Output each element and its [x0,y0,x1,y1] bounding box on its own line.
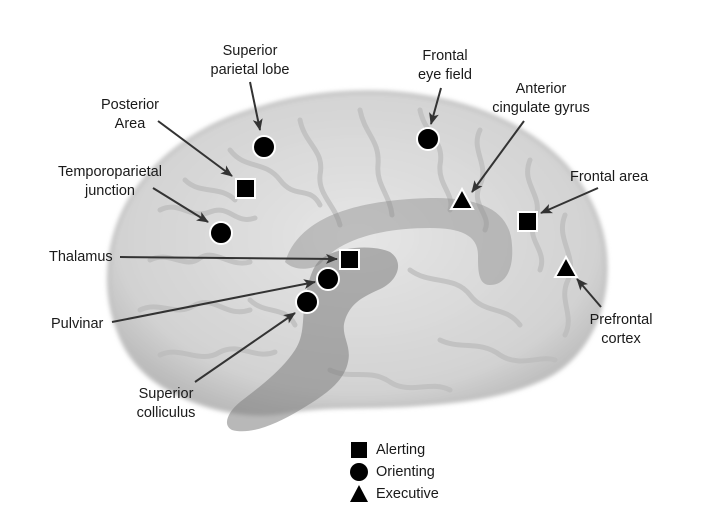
marker-anterior-cingulate-gyrus-triangle [449,186,475,210]
marker-pulvinar-circle [316,267,340,291]
legend-item-alerting: Alerting [350,439,425,461]
label-line: Area [114,116,146,132]
marker-frontal-eye-field-circle [416,127,440,151]
label-line: Superior [222,43,278,59]
label-line: Pulvinar [51,316,104,332]
label-line: junction [85,183,135,199]
label-prefrontal-cortex: Prefrontal cortex [586,311,656,349]
label-superior-parietal-lobe: Superior parietal lobe [200,42,300,80]
legend-label: Executive [376,486,439,502]
label-frontal-eye-field: Frontal eye field [410,47,480,85]
marker-thalamus-square [339,249,360,270]
label-line: Posterior [100,97,160,113]
label-line: parietal lobe [210,62,290,78]
legend-triangle-icon [350,485,368,502]
label-line: Frontal [422,48,468,64]
legend-circle-icon [350,463,368,481]
arrow-pulvinar [111,279,316,323]
label-line: cortex [601,331,641,347]
label-posterior-area: Posterior Area [95,96,165,134]
label-pulvinar: Pulvinar [51,315,103,334]
marker-prefrontal-cortex-triangle [553,254,579,278]
region-markers [209,127,579,314]
label-line: Superior [138,386,194,402]
label-line: colliculus [136,405,196,421]
legend-item-orienting: Orienting [350,461,435,483]
arrow-frontal-eye-field [429,87,442,125]
arrow-frontal-area [540,187,599,214]
arrow-anterior-cingulate-gyrus [471,120,525,193]
marker-frontal-area-square [517,211,538,232]
label-line: cingulate gyrus [492,100,590,116]
brainstem-overlay [226,247,399,432]
label-anterior-cingulate-gyrus: Anterior cingulate gyrus [480,80,602,118]
cingulate-overlay [285,197,513,285]
arrow-thalamus [119,253,338,264]
legend-item-executive: Executive [350,483,439,505]
label-line: Anterior [515,81,567,97]
arrow-temporoparietal-junction [152,187,209,223]
legend-square-icon [351,442,367,458]
label-line: Prefrontal [589,312,653,328]
marker-posterior-area-square [235,178,256,199]
label-line: eye field [417,67,472,83]
arrow-superior-parietal-lobe [249,81,263,131]
marker-temporoparietal-junction-circle [209,221,233,245]
legend-label: Orienting [376,464,435,480]
arrow-posterior-area [157,120,233,177]
arrow-prefrontal-cortex [576,278,602,308]
legend-label: Alerting [376,442,426,458]
label-thalamus: Thalamus [49,248,113,267]
pointer-arrows [111,81,602,383]
label-frontal-area: Frontal area [570,168,648,187]
marker-superior-parietal-lobe-circle [252,135,276,159]
label-temporoparietal-junction: Temporoparietal junction [52,163,168,201]
label-superior-colliculus: Superior colliculus [126,385,206,423]
marker-superior-colliculus-circle [295,290,319,314]
arrow-superior-colliculus [194,312,296,383]
legend-symbols [350,442,368,502]
label-line: Temporoparietal [58,164,162,180]
label-line: Frontal area [570,169,649,185]
label-line: Thalamus [49,249,113,265]
